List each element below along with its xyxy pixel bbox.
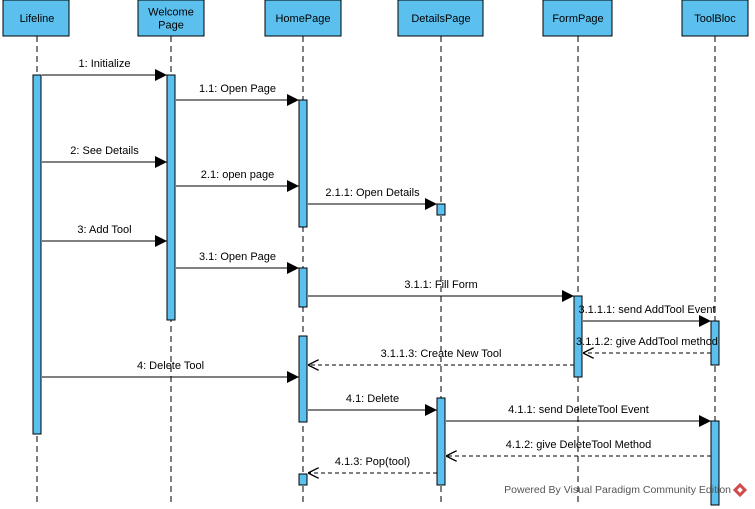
footer: Powered By Visual Paradigm Community Edi…: [504, 482, 748, 498]
activation-bar-home: [298, 99, 308, 228]
message-label: 4: Delete Tool: [137, 360, 204, 372]
message-m3_1_1_1[interactable]: 3.1.1.1: send AddTool Event: [579, 304, 716, 327]
message-label: 1.1: Open Page: [199, 83, 276, 95]
message-label: 3.1.1.1: send AddTool Event: [579, 304, 716, 316]
activation-bar-lifeline: [32, 74, 42, 435]
message-label: 3.1.1.3: Create New Tool: [381, 348, 502, 360]
message-label: 2.1.1: Open Details: [325, 187, 420, 199]
lifeline-header[interactable]: [137, 0, 205, 37]
message-m3_1_1_3[interactable]: 3.1.1.3: Create New Tool: [308, 348, 574, 365]
lifeline-header[interactable]: [681, 0, 749, 37]
message-label: 3: Add Tool: [77, 224, 131, 236]
lifeline-details: DetailsPage: [397, 0, 484, 505]
message-m4_1[interactable]: 4.1: Delete: [308, 393, 437, 416]
activation-bar-details: [436, 397, 446, 486]
message-label: 4.1: Delete: [346, 393, 399, 405]
lifeline-form: FormPage: [542, 0, 613, 505]
message-m4_1_3[interactable]: 4.1.3: Pop(tool): [308, 456, 437, 473]
activation-bar-toolbloc: [710, 420, 720, 506]
lifeline-label: HomePage: [275, 13, 330, 25]
message-m1[interactable]: 1: Initialize: [42, 58, 167, 81]
message-m4_1_2[interactable]: 4.1.2: give DeleteTool Method: [446, 439, 711, 456]
activation-bar-welcome: [166, 74, 176, 321]
message-label: 2.1: open page: [201, 169, 274, 181]
lifeline-label: DetailsPage: [411, 13, 470, 25]
message-label: 3.1.1: Fill Form: [404, 279, 477, 291]
message-m3_1_1[interactable]: 3.1.1: Fill Form: [308, 279, 574, 302]
activation-bar-details: [436, 203, 446, 216]
message-m3_1[interactable]: 3.1: Open Page: [176, 251, 299, 274]
message-label: 2: See Details: [70, 145, 139, 157]
message-label: 4.1.1: send DeleteTool Event: [508, 404, 649, 416]
footer-text: Powered By Visual Paradigm Community Edi…: [504, 484, 731, 496]
message-label: 3.1.1.2: give AddTool method: [576, 336, 718, 348]
message-label: 1: Initialize: [79, 58, 131, 70]
message-label: 4.1.3: Pop(tool): [335, 456, 410, 468]
lifeline-label: ToolBloc: [694, 13, 736, 25]
message-m2_1_1[interactable]: 2.1.1: Open Details: [308, 187, 437, 210]
lifeline-home: HomePage: [264, 0, 342, 505]
message-m3[interactable]: 3: Add Tool: [42, 224, 167, 247]
lifeline-header[interactable]: [542, 0, 613, 37]
message-m2[interactable]: 2: See Details: [42, 145, 167, 168]
message-m1_1[interactable]: 1.1: Open Page: [176, 83, 299, 106]
message-m3_1_1_2[interactable]: 3.1.1.2: give AddTool method: [576, 336, 718, 353]
message-m4[interactable]: 4: Delete Tool: [42, 360, 299, 383]
lifeline-header[interactable]: [2, 0, 70, 37]
message-label: 4.1.2: give DeleteTool Method: [506, 439, 652, 451]
visual-paradigm-logo-icon: [732, 482, 748, 498]
message-label: 3.1: Open Page: [199, 251, 276, 263]
lifeline-header[interactable]: [397, 0, 484, 37]
activation-bar-home: [298, 473, 308, 486]
message-m2_1[interactable]: 2.1: open page: [176, 169, 299, 192]
lifeline-label: Welcome: [148, 7, 194, 19]
message-m4_1_1[interactable]: 4.1.1: send DeleteTool Event: [446, 404, 711, 427]
activation-bar-toolbloc: [710, 320, 720, 366]
lifeline-label: Lifeline: [20, 13, 55, 25]
activation-bar-home: [298, 267, 308, 308]
lifeline-header[interactable]: [264, 0, 342, 37]
lifeline-label: FormPage: [552, 13, 603, 25]
activation-bar-form: [573, 295, 583, 378]
lifeline-label: Page: [158, 20, 184, 32]
activation-bar-home: [298, 335, 308, 423]
